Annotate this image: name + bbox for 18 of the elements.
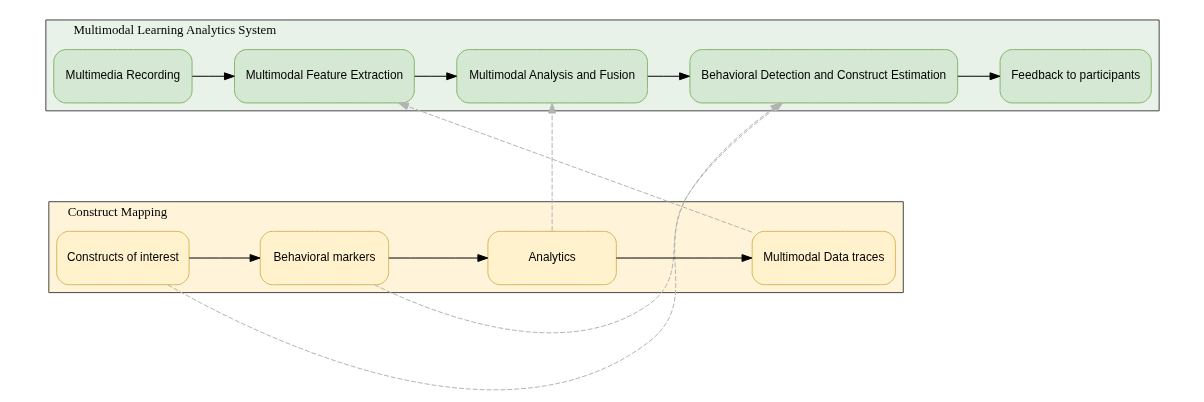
node-box: Multimedia Recording (52, 49, 193, 104)
arrow (387, 254, 488, 262)
node-box: Constructs of interest (55, 230, 190, 286)
node-box: Multimodal Feature Extraction (233, 49, 415, 104)
node-box: Behavioral Detection and Construct Estimation (688, 49, 958, 104)
arrow (646, 72, 690, 81)
node-box: Multimodal Data traces (751, 230, 896, 286)
node-box: Behavioral markers (259, 230, 389, 286)
arrow (956, 72, 1000, 81)
arrow (191, 72, 235, 81)
node-box: Analytics (486, 230, 617, 286)
arrow (413, 72, 457, 81)
arrow (615, 254, 752, 262)
node-box: Feedback to participants (999, 49, 1152, 104)
arrow (547, 102, 556, 232)
arrow (188, 254, 260, 262)
node-box: Multimodal Analysis and Fusion (455, 49, 648, 104)
arrow (397, 102, 752, 233)
